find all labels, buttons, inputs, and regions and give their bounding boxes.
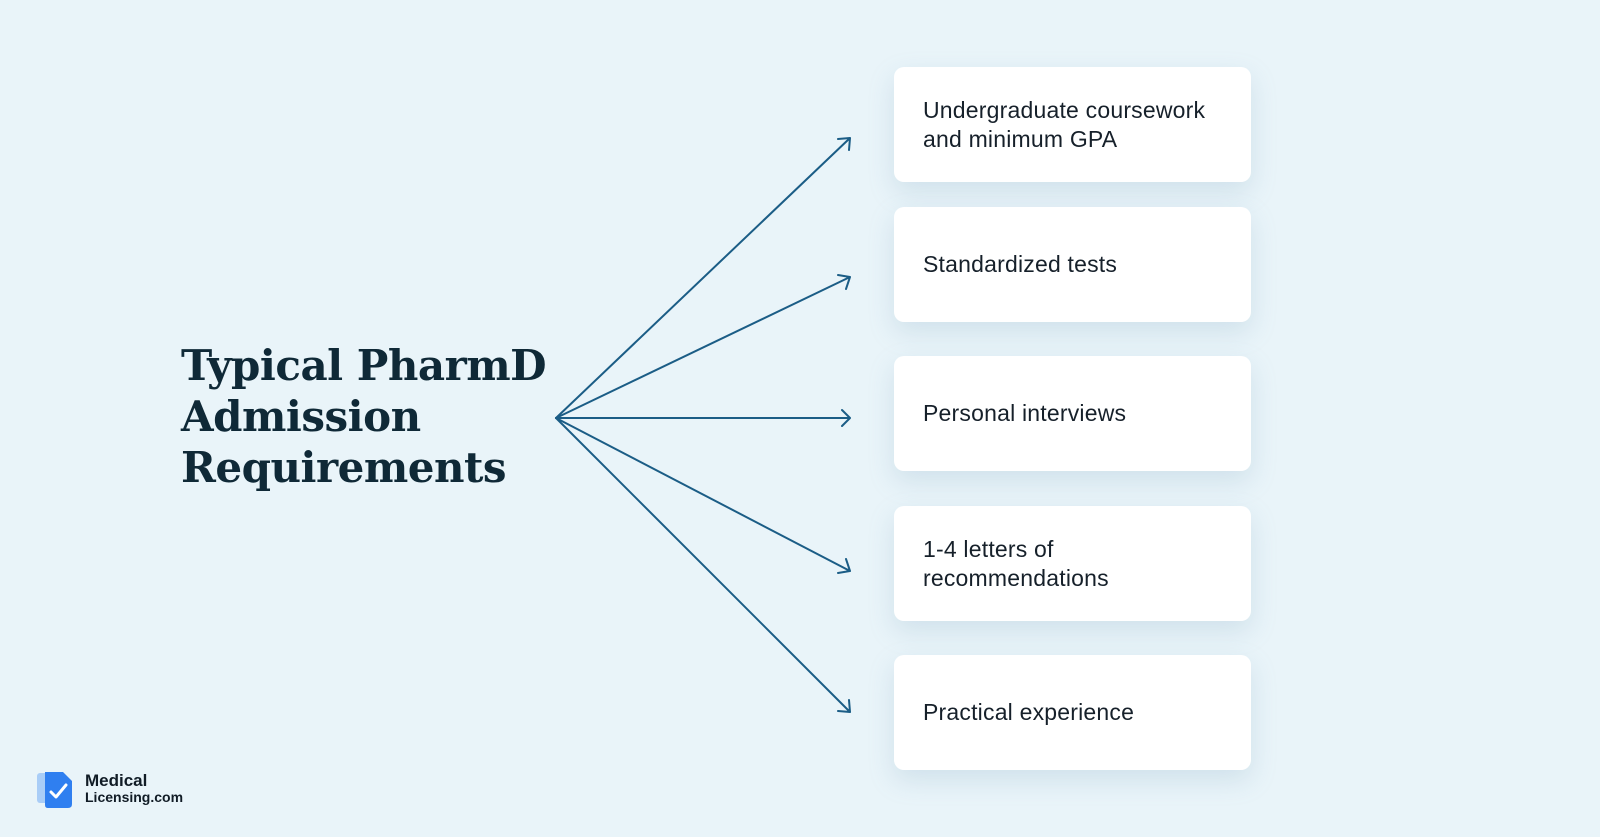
requirement-label: Practical experience (923, 699, 1135, 725)
requirement-card-experience: Practical experience (894, 655, 1251, 770)
diagram-title: Typical PharmD Admission Requirements (181, 340, 561, 493)
arrow-coursework (555, 137, 851, 419)
logo-line-2: Licensing.com (85, 789, 184, 805)
title-line-3: Requirements (181, 443, 507, 492)
requirement-label: Personal interviews (923, 400, 1127, 426)
arrow-letters (555, 417, 851, 574)
logo-wordmark: Medical Licensing.com (85, 772, 183, 806)
requirement-card-tests: Standardized tests (894, 207, 1251, 322)
requirement-label: Standardized tests (923, 251, 1118, 277)
requirement-label: 1-4 letters of recommendations (923, 535, 1109, 591)
arrow-tests (555, 274, 851, 419)
medical-licensing-logo: Medical Licensing.com (36, 768, 226, 812)
requirement-card-interviews: Personal interviews (894, 356, 1251, 471)
document-check-icon (37, 772, 72, 808)
title-line-2: Admission (181, 392, 421, 441)
requirement-card-coursework: Undergraduate coursework and minimum GPA (894, 67, 1251, 182)
requirement-label: Undergraduate coursework and minimum GPA (923, 96, 1206, 152)
title-line-1: Typical PharmD (181, 341, 547, 390)
requirement-card-letters: 1-4 letters of recommendations (894, 506, 1251, 621)
arrow-interviews (555, 409, 851, 427)
logo-line-1: Medical (85, 771, 148, 790)
arrow-experience (555, 417, 851, 713)
